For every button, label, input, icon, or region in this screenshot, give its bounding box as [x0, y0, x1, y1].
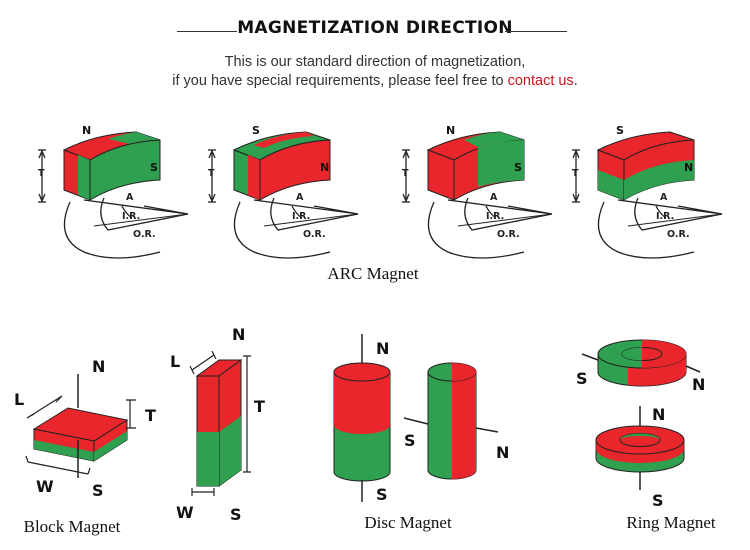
title-rule-left — [177, 31, 237, 32]
arc4-or-label: O.R. — [667, 229, 690, 240]
tall-block-l-label: L — [170, 352, 180, 371]
arc3-a-label: A — [490, 192, 498, 203]
arc1-side-label: S — [150, 161, 158, 174]
arc3-top-label: N — [446, 124, 455, 137]
arc2-ir-label: I.R. — [292, 211, 310, 222]
title-rule-right — [505, 31, 567, 32]
tall-block-w-label: W — [176, 503, 194, 522]
page-header: MAGNETIZATION DIRECTION — [0, 18, 750, 38]
disc-magnet-axial: N S — [333, 334, 391, 504]
arc3-ir-label: I.R. — [486, 211, 504, 222]
arc4-top-label: S — [616, 124, 624, 137]
arc3-or-label: O.R. — [497, 229, 520, 240]
page-title: MAGNETIZATION DIRECTION — [237, 18, 513, 38]
subtitle-text: if you have special requirements, please… — [172, 73, 508, 89]
subtitle-period: . — [573, 73, 578, 89]
tall-block-n-label: N — [232, 325, 245, 344]
disc-diametral-n-label: N — [496, 443, 509, 462]
ring-magnet-axial: N S — [595, 405, 685, 510]
arc-magnet-caption: ARC Magnet — [327, 264, 419, 283]
arc2-side-label: N — [320, 161, 329, 174]
arc1-ir-label: I.R. — [122, 211, 140, 222]
arc1-or-label: O.R. — [133, 229, 156, 240]
arc2-or-label: O.R. — [303, 229, 326, 240]
arc4-ir-label: I.R. — [656, 211, 674, 222]
block-magnet-caption: Block Magnet — [23, 517, 121, 536]
arc1-t-label: T — [38, 168, 45, 179]
arc-magnet-4: S N — [571, 124, 723, 259]
arc2-top-label: S — [252, 124, 260, 137]
ring-diametral-s-label: S — [576, 369, 588, 388]
tall-block-t-label: T — [254, 397, 265, 416]
arc1-a-label: A — [126, 192, 134, 203]
arc-magnet-2: S N — [207, 124, 359, 259]
disc-axial-s-label: S — [376, 485, 388, 504]
arc-magnet-1: N S — [37, 124, 189, 259]
subtitle-line-1: This is our standard direction of magnet… — [224, 54, 526, 70]
ring-magnet-diametral: S N — [576, 339, 705, 394]
ring-magnet-caption: Ring Magnet — [626, 513, 716, 532]
block-l-label: L — [14, 390, 24, 409]
tall-block-s-label: S — [230, 505, 242, 524]
arc1-top-label: N — [82, 124, 91, 137]
disc-axial-n-label: N — [376, 339, 389, 358]
block-s-label: S — [92, 481, 104, 500]
ring-axial-n-label: N — [652, 405, 665, 424]
disc-magnet-diametral: S N — [403, 362, 509, 480]
disc-diametral-s-label: S — [404, 431, 416, 450]
arc3-t-label: T — [402, 168, 409, 179]
arc4-a-label: A — [660, 192, 668, 203]
ring-axial-s-label: S — [652, 491, 664, 510]
arc2-a-label: A — [296, 192, 304, 203]
ring-diametral-n-label: N — [692, 375, 705, 394]
contact-us-link[interactable]: contact us — [507, 73, 574, 89]
disc-magnet-caption: Disc Magnet — [364, 513, 452, 532]
arc4-side-label: N — [684, 161, 693, 174]
block-t-label: T — [145, 406, 156, 425]
subtitle-line-2: if you have special requirements, please… — [0, 73, 750, 89]
block-w-label: W — [36, 477, 54, 496]
arc4-t-label: T — [572, 168, 579, 179]
arc-dimension-labels: T A I.R. O.R. T A I.R. O.R. T A I.R. O.R… — [38, 168, 690, 240]
block-magnet-tall: N L T W S — [170, 325, 265, 524]
block-n-label: N — [92, 357, 105, 376]
arc-magnet-3: N S — [401, 124, 553, 259]
arc2-t-label: T — [208, 168, 215, 179]
block-magnet-flat: N L T W S — [14, 357, 156, 500]
arc3-side-label: S — [514, 161, 522, 174]
